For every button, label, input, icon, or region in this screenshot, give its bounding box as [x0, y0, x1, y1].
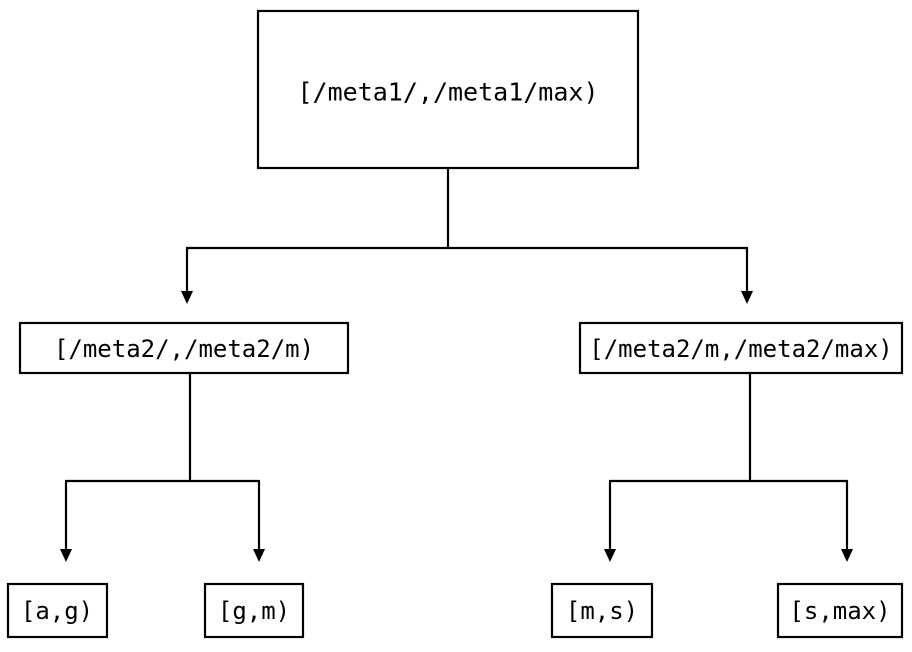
node-leaf-1-label: [a,g) — [21, 597, 93, 625]
node-mid-right-box[interactable] — [578, 321, 904, 375]
node-mid-left[interactable]: [/meta2/,/meta2/m) — [18, 321, 350, 375]
node-leaf-4[interactable]: [s,max) — [776, 582, 904, 639]
edge-mid-left-to-leaves-group — [60, 373, 265, 562]
node-leaf-3-label: [m,s) — [566, 597, 638, 625]
node-leaf-1-box[interactable] — [6, 582, 109, 639]
arrowhead-to-mid-left — [181, 291, 193, 304]
node-leaf-2-box[interactable] — [203, 582, 305, 639]
arrowhead-to-leaf-3 — [604, 549, 616, 562]
node-leaf-2[interactable]: [g,m) — [203, 582, 305, 639]
arrowhead-to-mid-right — [741, 291, 753, 304]
node-leaf-3[interactable]: [m,s) — [550, 582, 654, 639]
node-root-box[interactable] — [256, 9, 640, 170]
node-leaf-3-box[interactable] — [550, 582, 654, 639]
node-leaf-1[interactable]: [a,g) — [6, 582, 109, 639]
node-mid-left-box[interactable] — [18, 321, 350, 375]
node-mid-left-label: [/meta2/,/meta2/m) — [54, 335, 314, 363]
node-leaf-2-label: [g,m) — [218, 597, 290, 625]
node-root-label: [/meta1/,/meta1/max) — [297, 78, 598, 107]
node-mid-right[interactable]: [/meta2/m,/meta2/max) — [578, 321, 904, 375]
node-leaf-4-label: [s,max) — [789, 597, 890, 625]
edge-root-to-mid-group — [181, 168, 753, 304]
node-mid-right-label: [/meta2/m,/meta2/max) — [589, 335, 892, 363]
arrowhead-to-leaf-4 — [841, 549, 853, 562]
node-root[interactable]: [/meta1/,/meta1/max) — [256, 9, 640, 170]
edge-mid-right-to-leaves-group — [604, 373, 853, 562]
arrowhead-to-leaf-2 — [253, 549, 265, 562]
arrowhead-to-leaf-1 — [60, 549, 72, 562]
node-leaf-4-box[interactable] — [776, 582, 904, 639]
